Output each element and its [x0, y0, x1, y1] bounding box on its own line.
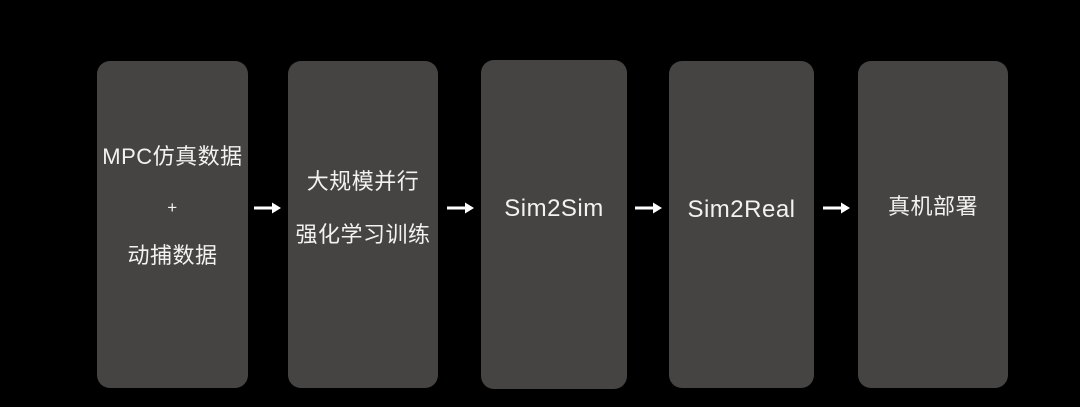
stage-box-sim2sim[interactable]: Sim2Sim [481, 60, 627, 389]
stage-box-mpc-data[interactable]: MPC仿真数据 + 动捕数据 [97, 61, 248, 388]
stage-label-line-3: 动捕数据 [127, 242, 218, 268]
connector-arrow-4 [823, 201, 851, 215]
connector-arrow-1 [254, 201, 282, 215]
connector-arrow-3 [635, 201, 663, 215]
stage-box-large-scale-parallel-rl[interactable]: 大规模并行 强化学习训练 [288, 61, 438, 388]
stage-label-line-2: 强化学习训练 [295, 221, 431, 247]
stage-label-line-1: Sim2Sim [504, 195, 604, 222]
stage-text-stack-sim2real: Sim2Real [669, 195, 814, 225]
stage-text-stack-large-scale-parallel-rl: 大规模并行 强化学习训练 [288, 168, 438, 248]
stage-label-line-1: MPC仿真数据 [102, 144, 243, 169]
connector-arrow-2 [447, 201, 475, 215]
stage-label-line-1: Sim2Real [687, 196, 796, 223]
stage-label-line-1: 大规模并行 [306, 169, 420, 194]
stage-box-sim2real[interactable]: Sim2Real [669, 61, 814, 388]
stage-label-line-1: 真机部署 [887, 194, 978, 219]
stage-text-stack-mpc-data: MPC仿真数据 + 动捕数据 [97, 143, 248, 269]
stage-box-real-robot-deployment[interactable]: 真机部署 [858, 61, 1008, 388]
stage-label-line-2: + [167, 197, 178, 217]
stage-text-stack-sim2sim: Sim2Sim [481, 194, 627, 224]
stage-text-stack-real-robot-deployment: 真机部署 [858, 193, 1008, 221]
